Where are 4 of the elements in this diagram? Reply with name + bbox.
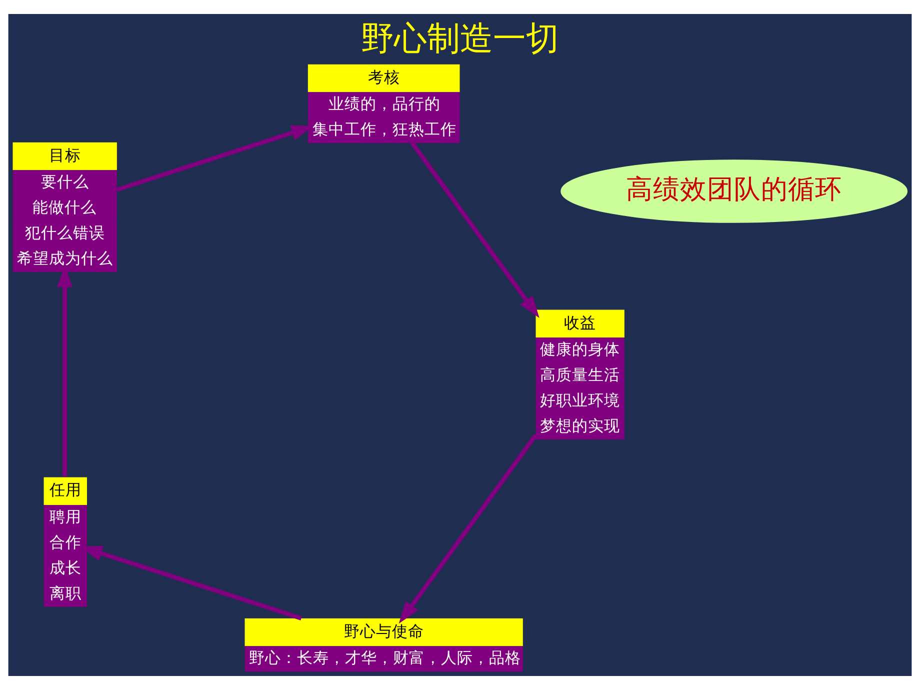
arrow: [398, 434, 538, 624]
node-ellipse: 高绩效团队的循环: [560, 160, 908, 223]
diagram-title: 野心制造一切: [361, 18, 559, 58]
arrow: [410, 141, 540, 318]
